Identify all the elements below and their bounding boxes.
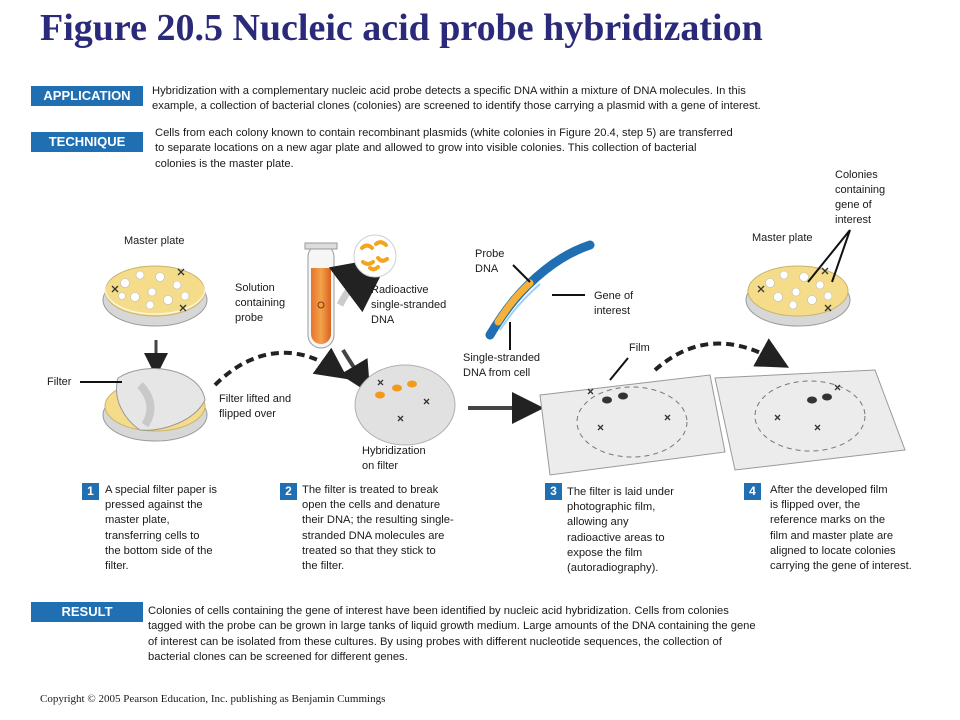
label-line: containing [835,184,886,196]
probe-dna-closeup [485,240,595,340]
master-plate-left [102,263,208,327]
label-line: Filter lifted and [219,393,292,405]
label-single-stranded: Single-stranded DNA from cell [463,351,540,381]
figure-title: Figure 20.5 Nucleic acid probe hybridiza… [40,7,763,49]
result-text: Colonies of cells containing the gene of… [148,604,756,666]
step-2-text: The filter is treated to break open the … [302,483,454,574]
step-3-number: 3 [545,483,562,500]
step-line: film and master plate are [770,529,894,542]
probe-tube [304,242,338,349]
label-line: single-stranded [371,299,447,311]
step-line: reference marks on the [770,514,886,527]
label-line: containing [235,297,286,309]
step-1-text: A special filter paper is pressed agains… [105,483,217,574]
step-line: aligned to locate colonies [770,544,896,557]
result-line: Colonies of cells containing the gene of… [148,605,729,617]
step-4-text: After the developed film is flipped over… [770,483,912,574]
application-line: Hybridization with a complementary nucle… [152,85,746,97]
step-line: open the cells and denature [302,499,441,512]
label-line: flipped over [219,408,276,420]
dashed-arrow-1 [213,347,349,387]
result-line: bacterial clones can be screened for dif… [148,651,408,664]
label-line: Hybridization [362,445,426,457]
label-film: Film [629,342,650,354]
label-hybridization: Hybridization on filter [362,444,426,474]
step-line: A special filter paper is [105,484,217,496]
copyright-notice: Copyright © 2005 Pearson Education, Inc.… [40,693,386,705]
label-colonies-containing: Colonies containing gene of interest [835,168,885,228]
application-line: example, a collection of bacterial clone… [152,100,761,113]
film-right [714,369,906,471]
technique-line: Cells from each colony known to contain … [155,127,733,139]
label-line: DNA [475,263,499,275]
step-line: filter. [105,560,129,573]
probe-pointer [512,264,531,283]
step-line: photographic film, [567,501,656,514]
label-line: Radioactive [371,284,429,296]
label-solution: Solution containing probe [235,281,285,326]
step-4-number: 4 [744,483,761,500]
label-filter-lifted: Filter lifted and flipped over [219,392,291,422]
label-line: probe [235,312,264,324]
label-line: DNA [371,314,395,326]
filter-plate [102,368,208,442]
step-line: the bottom side of the [105,544,213,557]
label-line: interest [835,214,872,226]
step-3-text: The filter is laid under photographic fi… [567,485,674,576]
label-line: on filter [362,460,399,472]
technique-tag: TECHNIQUE [31,132,143,152]
step-line: master plate, [105,514,170,527]
film-left [539,374,726,476]
label-line: Probe [475,248,505,260]
step-line: radioactive areas to [567,531,665,544]
result-line: tagged with the probe can be grown in la… [148,620,756,633]
step-line: treated so that they stick to [302,544,436,557]
label-line: Colonies [835,169,878,181]
step-line: The filter is laid under [567,486,674,498]
step-line: After the developed film [770,484,888,496]
technique-line: to separate locations on a new agar plat… [155,142,697,155]
step-line: (autoradiography). [567,562,659,575]
label-line: gene of [835,199,872,211]
label-probe-dna: Probe DNA [475,247,504,277]
application-tag: APPLICATION [31,86,143,106]
film-pointer [609,357,629,381]
step-line: the filter. [302,560,345,573]
label-line: Solution [235,282,275,294]
colony-pointer-1 [807,229,851,283]
label-line: DNA from cell [463,367,531,379]
label-gene-of-interest: Gene of interest [594,289,633,319]
result-tag: RESULT [31,602,143,622]
colony-pointer-2 [831,229,851,283]
step-line: carrying the gene of interest. [770,560,912,573]
label-line: Gene of [594,290,634,302]
radioactive-dna-circle [353,234,397,278]
label-line: interest [594,305,631,317]
step-line: transferring cells to [105,529,200,542]
step-line: pressed against the [105,499,203,512]
label-master-plate-left: Master plate [124,235,185,247]
step-line: allowing any [567,516,629,529]
step-1-number: 1 [82,483,99,500]
step-line: their DNA; the resulting single- [302,514,454,527]
application-text: Hybridization with a complementary nucle… [152,84,761,115]
tube-to-probe-arrow [328,256,391,313]
step-line: The filter is treated to break [302,484,439,496]
label-radioactive: Radioactive single-stranded DNA [371,283,446,328]
step-line: expose the film [567,546,643,559]
step-line: stranded DNA molecules are [302,529,445,542]
dashed-arrow-2 [653,338,790,372]
step-2-number: 2 [280,483,297,500]
master-plate-right [745,265,851,327]
label-filter: Filter [47,376,72,388]
label-master-plate-right: Master plate [752,232,813,244]
technique-text: Cells from each colony known to contain … [155,126,733,172]
label-line: Single-stranded [463,352,541,364]
tube-arrow [340,348,371,394]
hybridization-filter [354,364,456,446]
technique-line: colonies is the master plate. [155,157,294,170]
result-line: of interest can be isolated from these c… [148,635,722,648]
step-line: is flipped over, the [770,499,861,512]
